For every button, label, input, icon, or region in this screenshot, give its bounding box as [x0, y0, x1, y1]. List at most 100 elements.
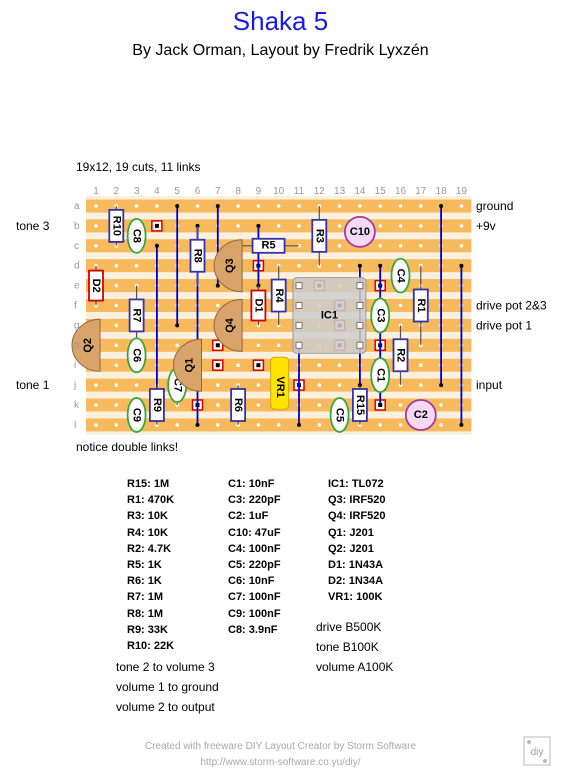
link-end — [459, 422, 464, 427]
strip-hole — [378, 224, 383, 228]
resistor-label: R3 — [313, 229, 325, 243]
column-label: 7 — [215, 186, 221, 197]
resistor-body — [108, 208, 125, 243]
ic-body — [292, 277, 367, 354]
diode-body — [88, 269, 104, 302]
part-entry: R15: 1M — [127, 478, 170, 490]
link-end — [175, 204, 180, 208]
right-pin-label: +9v — [476, 219, 496, 233]
resistor-body — [351, 388, 368, 422]
capacitor-body — [126, 337, 147, 374]
part-entry: R4: 10K — [127, 526, 168, 539]
ic-pin — [356, 302, 364, 309]
resistor-label: R8 — [192, 249, 204, 263]
footer-link[interactable]: http://www.storm-software.co.yu/diy/ — [200, 757, 361, 768]
strip-hole — [155, 204, 159, 208]
part-entry: R3: 10K — [127, 510, 168, 523]
strip-hole — [419, 363, 423, 368]
capacitor-label: C8 — [131, 229, 143, 243]
trimmer-body — [270, 356, 290, 410]
electrolytic-body — [404, 399, 437, 431]
column-label: 4 — [154, 186, 160, 197]
resistor-label: R15 — [354, 395, 366, 415]
parts-list-semis: IC1: TL072 Q3: IRF520 Q4: IRF520 Q1: J20… — [328, 476, 385, 606]
ic-pin — [295, 302, 303, 309]
strip-hole — [398, 423, 403, 427]
link-end — [215, 283, 220, 288]
strip-hole — [398, 204, 403, 208]
strip-hole — [337, 363, 342, 368]
column-label: 6 — [195, 186, 201, 197]
footer-credit: Created with freeware DIY Layout Creator… — [144, 741, 417, 752]
strip-hole — [378, 204, 383, 208]
resistor-label: R1 — [415, 298, 427, 312]
strip-hole — [94, 383, 98, 387]
strip-hole — [276, 323, 281, 328]
link-end — [195, 422, 200, 427]
link-end — [154, 243, 159, 248]
strip-hole — [114, 303, 119, 308]
left-pin-label: tone 3 — [16, 219, 50, 233]
capacitor-body — [329, 397, 350, 433]
strip-hole — [317, 423, 322, 427]
strip-hole — [114, 343, 119, 348]
strip-hole — [459, 244, 464, 248]
strip-hole — [276, 423, 281, 427]
strip-hole — [398, 244, 403, 248]
transistor-label: Q2 — [82, 338, 94, 353]
ic-pin — [356, 321, 364, 329]
transistor-body — [71, 318, 101, 372]
column-label: 2 — [114, 186, 120, 197]
strip-hole — [236, 224, 240, 228]
transistor-label: Q4 — [224, 317, 236, 333]
ic-pin — [295, 282, 303, 290]
diode-label: D2 — [90, 279, 102, 293]
column-label: 8 — [235, 186, 241, 197]
wiring-entry: volume 1 to ground — [116, 680, 219, 694]
strip-hole — [114, 383, 119, 387]
strip-hole — [378, 423, 383, 427]
link-end — [378, 403, 383, 407]
cut-hole — [256, 363, 261, 368]
right-pin-label: input — [476, 378, 503, 392]
part-entry: D2: 1N34A — [328, 575, 384, 588]
wiring-entry: tone 2 to volume 3 — [116, 660, 215, 674]
strip-hole — [236, 204, 240, 208]
right-pin-label: drive pot 1 — [476, 318, 532, 332]
strip-hole — [419, 244, 423, 248]
part-entry: C6: 10nF — [228, 575, 275, 588]
strip-hole — [317, 403, 322, 407]
resistor-body — [128, 298, 145, 333]
column-label: 14 — [354, 186, 366, 197]
strip-hole — [398, 303, 403, 308]
part-entry: R8: 1M — [127, 607, 164, 620]
part-entry: R10: 22K — [127, 640, 175, 653]
link-end — [439, 204, 444, 208]
strip-hole — [337, 224, 342, 228]
part-entry: D1: 1N43A — [328, 559, 384, 572]
strip-hole — [419, 383, 423, 387]
capacitor-body — [370, 357, 391, 394]
part-entry: C2: 1uF — [228, 510, 269, 523]
row-label: e — [74, 281, 80, 292]
wiring-notes: tone 2 to volume 3 volume 1 to ground vo… — [116, 657, 219, 717]
strip-hole — [134, 383, 139, 387]
row-label: b — [74, 221, 80, 232]
strip-hole — [398, 383, 403, 387]
strip-hole — [378, 244, 383, 248]
link-end — [215, 204, 220, 208]
strip-hole — [256, 204, 261, 208]
part-entry: Q1: J201 — [328, 526, 374, 539]
strip-hole — [297, 224, 301, 228]
strip-hole — [94, 224, 98, 228]
resistor-label: R7 — [131, 308, 143, 322]
column-label: 11 — [294, 186, 305, 197]
resistor-body — [270, 278, 287, 313]
strip-hole — [317, 383, 322, 387]
part-entry: Q3: IRF520 — [328, 494, 386, 507]
transistor-label: Q3 — [224, 258, 236, 273]
capacitor-body — [370, 297, 391, 334]
cut-hole — [215, 363, 220, 368]
strip-hole — [216, 423, 220, 427]
